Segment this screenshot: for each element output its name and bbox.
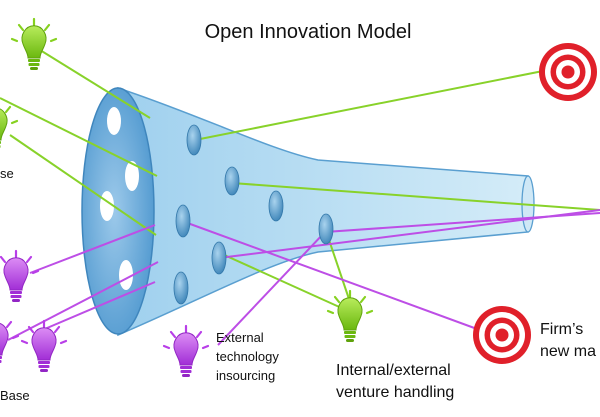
target-icon	[539, 43, 597, 101]
lightbulb-icon	[326, 289, 374, 344]
svg-text:Firm’s: Firm’s	[540, 321, 583, 338]
left-base-label-upper: se	[0, 166, 14, 181]
external-tech-label: External technology insourcing	[216, 330, 279, 383]
magenta-flow-lines	[7, 209, 600, 346]
funnel-idea-dots	[173, 124, 334, 305]
venture-handling-label: Internal/external venture handling	[336, 362, 454, 401]
svg-text:insourcing: insourcing	[216, 368, 275, 383]
lightbulb-icon	[10, 17, 58, 72]
diagram-title: Open Innovation Model	[205, 21, 412, 43]
lightbulb-icon	[0, 99, 19, 154]
lightbulb-icon	[162, 324, 210, 379]
svg-text:new ma: new ma	[540, 343, 596, 360]
svg-text:External: External	[216, 330, 264, 345]
target-icon	[473, 306, 531, 364]
lightbulb-icon	[0, 314, 20, 369]
left-base-label-lower: Base	[0, 388, 30, 403]
svg-text:Internal/external: Internal/external	[336, 362, 451, 379]
funnel	[81, 86, 535, 337]
firms-new-market-label: Firm’s new ma	[540, 321, 596, 360]
svg-text:venture handling: venture handling	[336, 384, 454, 401]
lightbulb-icon	[0, 249, 40, 304]
green-flow-lines	[0, 49, 600, 311]
svg-text:technology: technology	[216, 349, 279, 364]
